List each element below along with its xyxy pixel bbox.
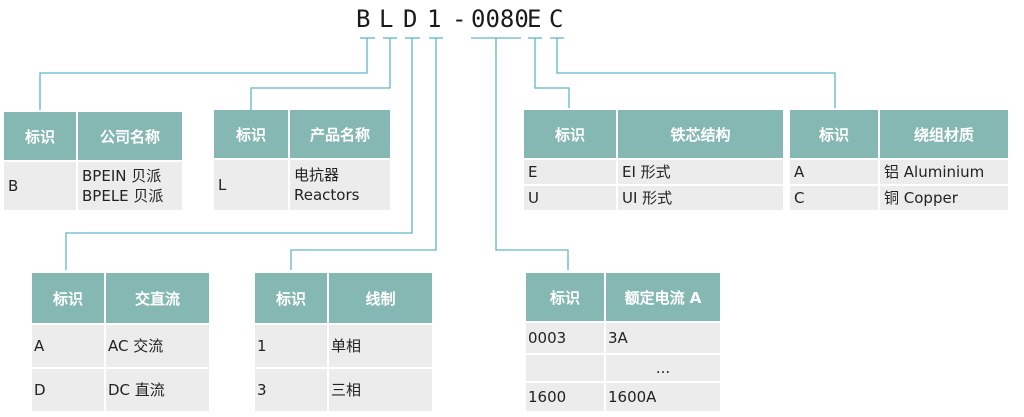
acdc-row-1-name: AC 交流 bbox=[106, 325, 209, 367]
winding-header-id: 标识 bbox=[790, 110, 878, 158]
winding-row-1-id: A bbox=[790, 160, 878, 184]
product-name-line-1: 电抗器 bbox=[294, 166, 340, 184]
code-char-e: E bbox=[527, 5, 542, 33]
company-header-id: 标识 bbox=[4, 112, 76, 160]
current-row-2-id bbox=[526, 355, 604, 381]
code-char-c: C bbox=[549, 5, 564, 33]
product-row-id: L bbox=[214, 160, 288, 210]
wiring-row-2-id: 3 bbox=[255, 369, 327, 411]
current-row-1-name: 3A bbox=[606, 323, 720, 353]
core-row-1-id: E bbox=[524, 160, 616, 184]
company-name-line-1: BPEIN 贝派 bbox=[82, 167, 162, 185]
line-l-product bbox=[250, 38, 391, 110]
current-row-1-id: 0003 bbox=[526, 323, 604, 353]
acdc-header-id: 标识 bbox=[32, 273, 104, 323]
code-char-dash: - bbox=[452, 5, 467, 33]
product-header-name: 产品名称 bbox=[290, 110, 390, 158]
product-name-line-2: Reactors bbox=[294, 186, 360, 204]
core-header-name: 铁芯结构 bbox=[618, 110, 783, 158]
core-row-2-name: UI 形式 bbox=[618, 186, 783, 210]
code-char-current: 0080 bbox=[471, 5, 529, 33]
core-row-2-id: U bbox=[524, 186, 616, 210]
current-header-id: 标识 bbox=[526, 273, 604, 321]
acdc-row-2-id: D bbox=[32, 369, 104, 411]
line-e-core bbox=[534, 38, 570, 108]
code-char-1: 1 bbox=[427, 5, 442, 33]
line-1-wiring bbox=[290, 38, 437, 270]
core-header-id: 标识 bbox=[524, 110, 616, 158]
line-b-company bbox=[39, 38, 368, 110]
wiring-row-1-name: 单相 bbox=[329, 325, 432, 367]
acdc-row-1-id: A bbox=[32, 325, 104, 367]
core-row-1-name: EI 形式 bbox=[618, 160, 783, 184]
company-header-name: 公司名称 bbox=[78, 112, 182, 160]
current-header-name: 额定电流 A bbox=[606, 273, 720, 321]
current-row-3-name: 1600A bbox=[606, 383, 720, 411]
winding-header-name: 绕组材质 bbox=[880, 110, 1008, 158]
current-row-3-id: 1600 bbox=[526, 383, 604, 411]
code-char-l: L bbox=[379, 5, 394, 33]
current-row-2-ellipsis: ... bbox=[606, 355, 720, 381]
line-current-table bbox=[495, 38, 569, 270]
line-d-acdc bbox=[65, 38, 413, 270]
product-row-name: 电抗器 Reactors bbox=[290, 160, 390, 210]
wiring-row-1-id: 1 bbox=[255, 325, 327, 367]
company-row-id: B bbox=[4, 162, 76, 210]
company-name-line-2: BPELE 贝派 bbox=[82, 187, 164, 205]
line-c-winding bbox=[556, 38, 836, 108]
winding-row-2-name: 铜 Copper bbox=[880, 186, 1008, 210]
winding-row-1-name: 铝 Aluminium bbox=[880, 160, 1008, 184]
wiring-header-id: 标识 bbox=[255, 273, 327, 323]
wiring-header-name: 线制 bbox=[329, 273, 432, 323]
company-row-name: BPEIN 贝派 BPELE 贝派 bbox=[78, 162, 182, 210]
code-char-d: D bbox=[403, 5, 418, 33]
acdc-header-name: 交直流 bbox=[106, 273, 209, 323]
wiring-row-2-name: 三相 bbox=[329, 369, 432, 411]
winding-row-2-id: C bbox=[790, 186, 878, 210]
acdc-row-2-name: DC 直流 bbox=[106, 369, 209, 411]
product-header-id: 标识 bbox=[214, 110, 288, 158]
code-char-b: B bbox=[356, 5, 371, 33]
